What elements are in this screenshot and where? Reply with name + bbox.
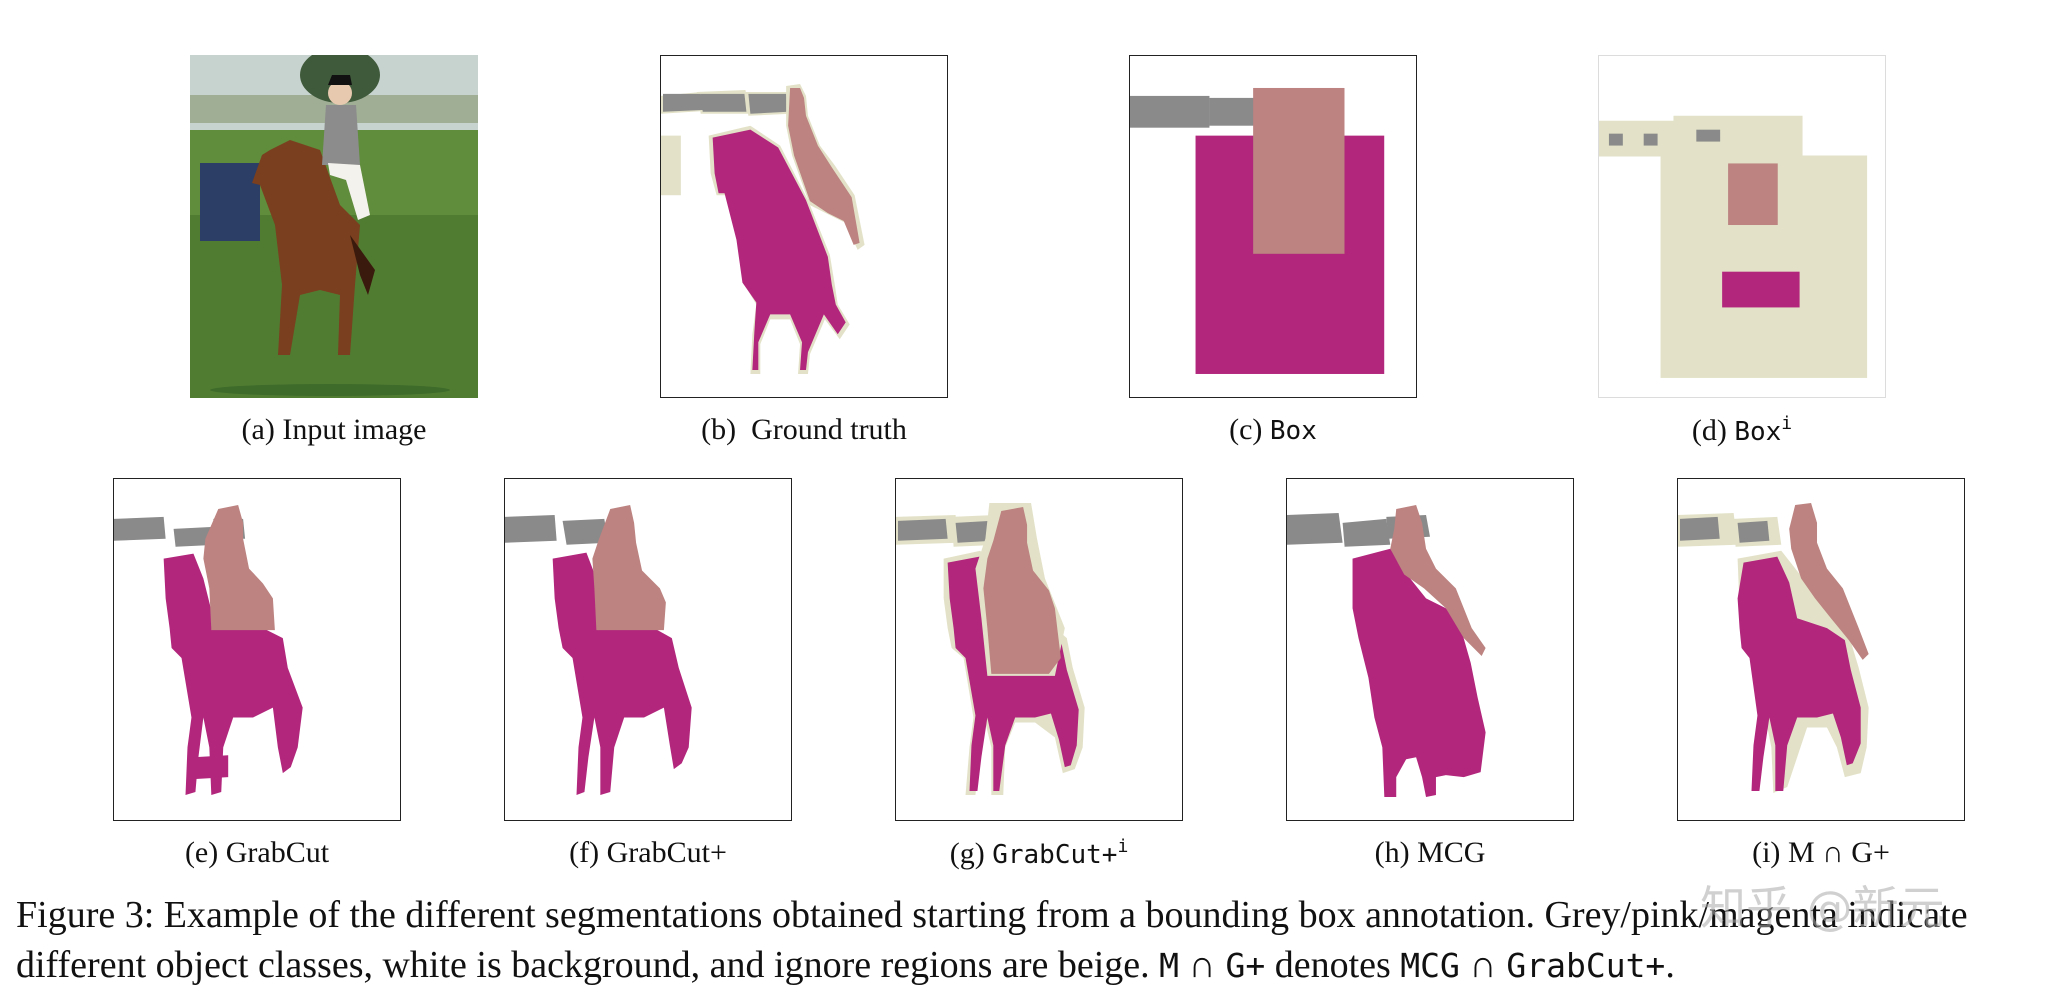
input-photo [190,55,478,398]
panel-mcg-grabcut [1677,478,1965,821]
panel-ground-truth [660,55,948,398]
caption-d: (d) Boxi [1691,413,1793,447]
caption-i: (i) M ∩ G+ [1752,836,1890,869]
caption-lead: Figure 3: [16,894,155,936]
watermark: 知乎 @新元 [1700,881,1945,935]
panel-box-ignore [1598,55,1886,398]
panel-grabcut-plus [504,478,792,821]
grabcut-plus-ignore-mask [896,503,1085,795]
caption-e: (e) GrabCut [184,836,330,869]
box-ignore-mask [1599,115,1868,378]
caption-f: (f) GrabCut+ [569,836,727,869]
caption-b: (b) Ground truth [701,413,907,446]
figure-caption: Figure 3: Example of the different segme… [16,894,1968,986]
grabcut-plus-mask [505,505,692,795]
mcg-grabcut-mask [1678,503,1869,793]
ground-truth-mask [661,83,865,374]
caption-a: (a) Input image [241,413,427,446]
caption-c: (c) Box [1229,413,1317,446]
grabcut-mask [114,499,303,795]
panel-box [1129,55,1417,398]
caption-h: (h) MCG [1374,836,1486,869]
caption-g: (g) GrabCut+i [949,836,1129,870]
panel-input-image [190,55,478,398]
box-mask [1130,87,1385,374]
panel-mcg [1286,478,1574,821]
mcg-mask [1287,505,1486,797]
panel-grabcut [113,478,401,821]
panel-grabcut-plus-ignore [895,478,1183,821]
